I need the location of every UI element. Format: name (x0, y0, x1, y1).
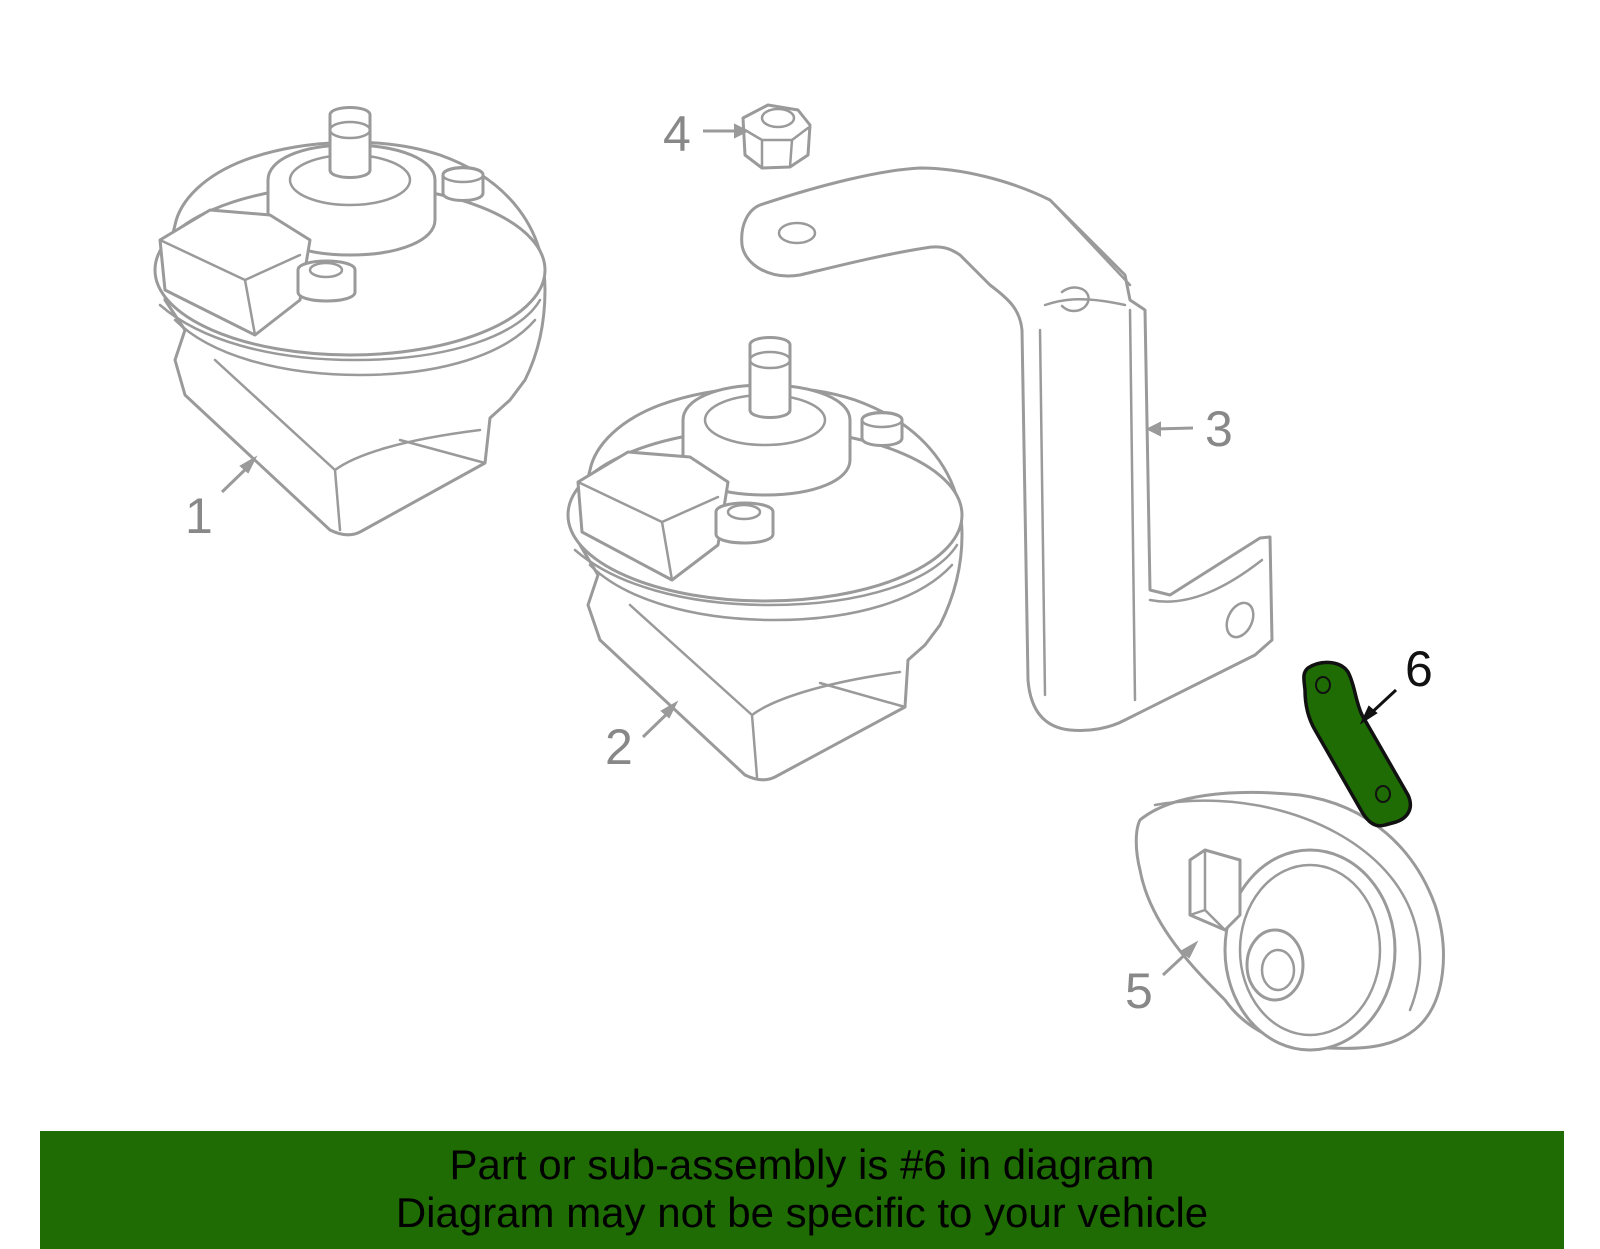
callout-1[interactable]: 1 (185, 488, 213, 544)
banner-line-part: Part or sub-assembly is #6 in diagram (449, 1141, 1155, 1188)
callout-3[interactable]: 3 (1205, 401, 1233, 457)
part-2-horn[interactable] (566, 336, 964, 782)
callout-4[interactable]: 4 (663, 106, 691, 162)
callout-6[interactable]: 6 (1405, 641, 1433, 697)
part-5-disc-horn[interactable] (1134, 790, 1445, 1052)
leader-lines (220, 123, 1398, 977)
part-4-nut[interactable] (741, 103, 812, 170)
part-6-strap-bracket[interactable] (1302, 660, 1413, 828)
callout-5[interactable]: 5 (1125, 963, 1153, 1019)
banner-line-disclaimer: Diagram may not be specific to your vehi… (395, 1189, 1209, 1236)
part-info-banner: Part or sub-assembly is #6 in diagram Di… (40, 1131, 1564, 1249)
part-1-horn[interactable] (153, 106, 547, 537)
part-3-bracket[interactable] (740, 166, 1274, 732)
callout-2[interactable]: 2 (605, 719, 633, 775)
